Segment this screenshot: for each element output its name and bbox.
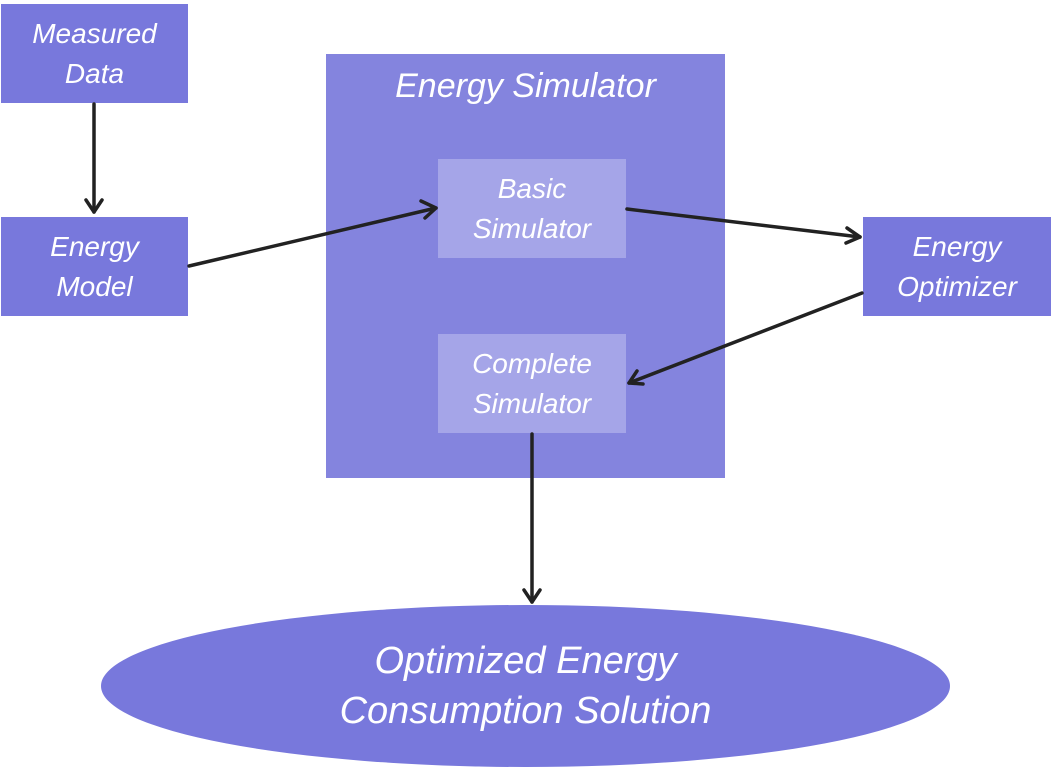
energy-optimizer-line2: Optimizer bbox=[897, 270, 1017, 302]
complete-simulator-line1: Complete bbox=[472, 347, 592, 379]
energy-model-line1: Energy bbox=[50, 230, 139, 262]
arrow-basic-to-optimizer bbox=[625, 207, 862, 245]
arrow-optimizer-to-complete bbox=[627, 291, 864, 386]
basic-simulator-line2: Simulator bbox=[472, 212, 592, 244]
solution-ellipse bbox=[101, 605, 950, 767]
complete-simulator-line2: Simulator bbox=[472, 387, 592, 419]
measured-data-line2: Data bbox=[64, 57, 125, 89]
arrow-complete-to-solution bbox=[522, 432, 542, 604]
solution-line1: Optimized Energy bbox=[374, 640, 677, 682]
energy-simulator-title: Energy Simulator bbox=[395, 67, 656, 105]
arrow-measured-to-model bbox=[84, 102, 104, 214]
energy-optimizer-line1: Energy bbox=[912, 230, 1002, 262]
basic-simulator-line1: Basic bbox=[497, 172, 567, 204]
solution-line2: Consumption Solution bbox=[339, 690, 712, 732]
measured-data-line1: Measured bbox=[32, 17, 157, 49]
arrow-model-to-basic bbox=[187, 199, 438, 268]
energy-model-line2: Model bbox=[56, 270, 133, 302]
